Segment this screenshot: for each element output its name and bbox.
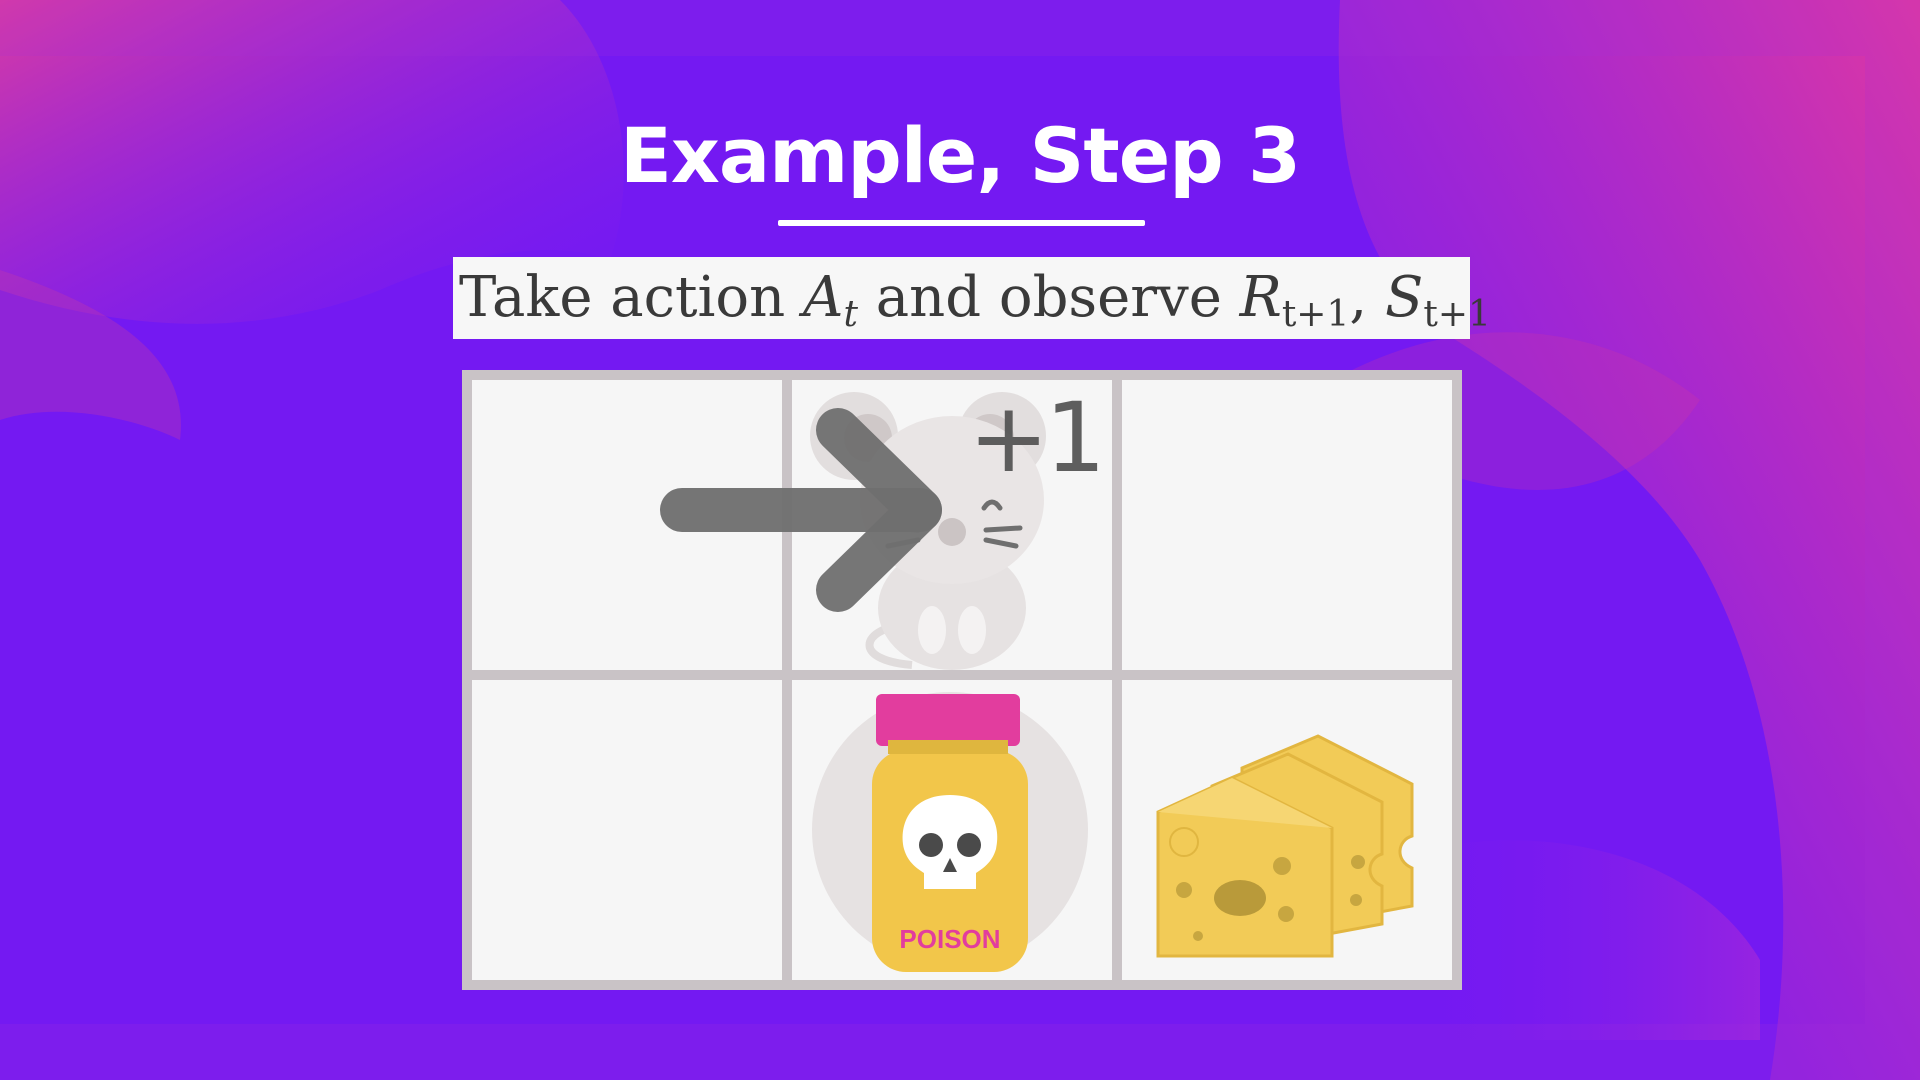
formula-reward-subscript: t+1 xyxy=(1281,294,1350,335)
formula-caption: Take action At and observe Rt+1, St+1 xyxy=(453,257,1491,339)
reward-label: +1 xyxy=(968,382,1106,494)
formula-text-take-action: Take action xyxy=(459,265,786,330)
grid-cell-poison: POISON xyxy=(792,680,1112,980)
formula-separator: , xyxy=(1349,265,1368,330)
formula-reward-symbol: R xyxy=(1239,265,1282,330)
poison-jar-icon: POISON xyxy=(812,692,1088,972)
gridworld: +1 POISON xyxy=(462,370,1462,990)
grid-cell-empty xyxy=(1122,380,1452,670)
formula-state-symbol: S xyxy=(1385,265,1424,330)
grid-cell-cheese xyxy=(1122,680,1452,980)
grid-cell-empty xyxy=(472,380,782,670)
formula-state-subscript: t+1 xyxy=(1423,294,1491,335)
cheese-icon xyxy=(1156,734,1414,958)
slide-title: Example, Step 3 xyxy=(619,111,1301,200)
grid-cell-empty xyxy=(472,680,782,980)
grid-cell-mouse: +1 xyxy=(792,380,1112,670)
formula-action-symbol: A xyxy=(803,265,844,330)
formula-action-subscript: t xyxy=(843,294,858,335)
title-underline xyxy=(778,220,1145,226)
formula-text-and-observe: and observe xyxy=(875,265,1222,330)
poison-label: POISON xyxy=(899,924,1000,954)
